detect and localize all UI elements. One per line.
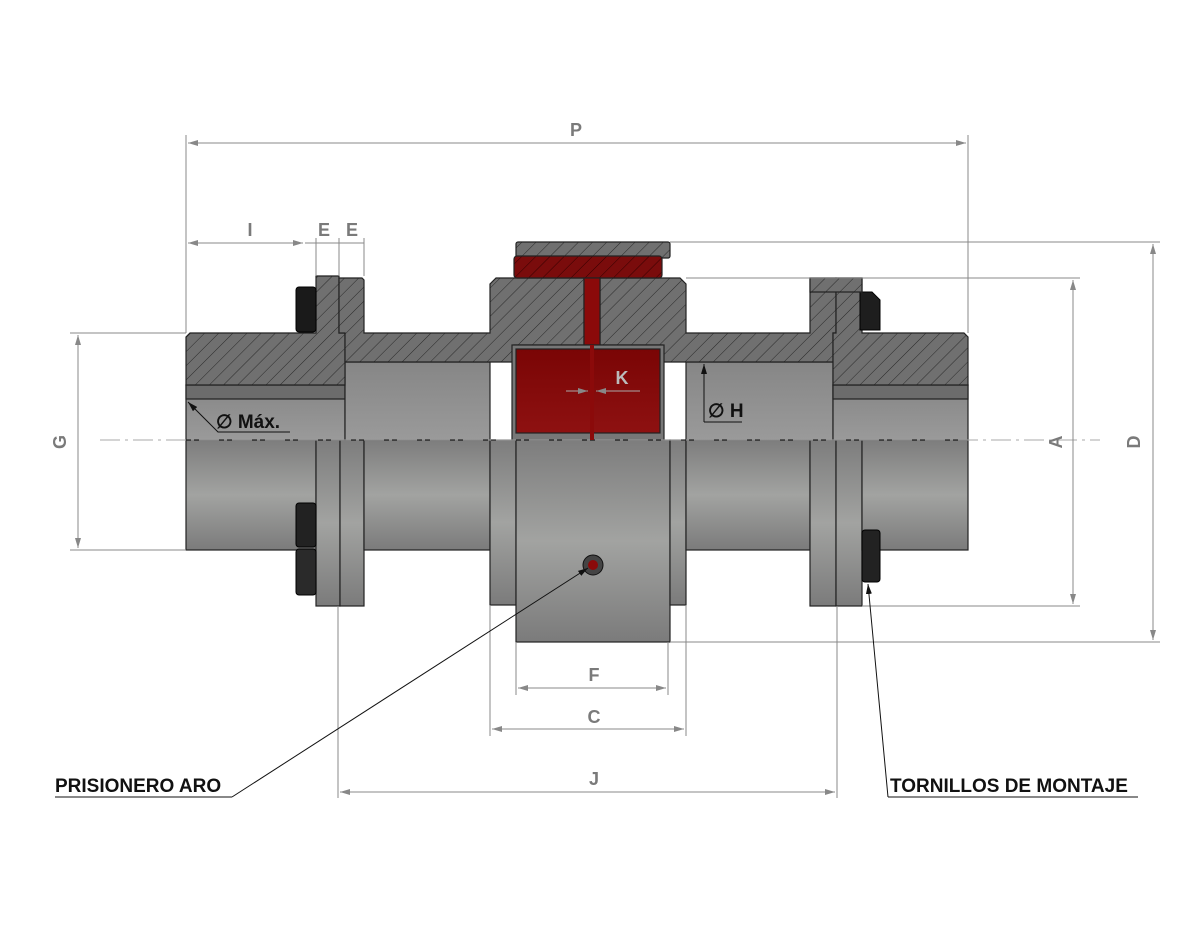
dim-C: C xyxy=(588,707,601,727)
upper-section-view xyxy=(185,241,969,441)
dim-J: J xyxy=(589,769,599,789)
dim-P: P xyxy=(570,120,582,140)
dim-E1: E xyxy=(318,220,330,240)
dim-G: G xyxy=(50,435,70,449)
dim-E2: E xyxy=(346,220,358,240)
set-screw-icon xyxy=(582,554,604,576)
dim-D: D xyxy=(1124,436,1144,449)
dim-F: F xyxy=(589,665,600,685)
dimension-lines xyxy=(70,135,1160,798)
callout-set-screw: PRISIONERO ARO xyxy=(55,776,221,797)
bolt-icon xyxy=(295,502,881,596)
bore-max-label: ∅ Máx. xyxy=(216,412,280,433)
dim-K: K xyxy=(616,368,629,388)
lower-exterior-view xyxy=(185,439,969,643)
callout-leaders xyxy=(55,567,1138,798)
bolt-icon xyxy=(295,286,317,333)
bore-H-label: ∅ H xyxy=(708,401,744,422)
dim-I: I xyxy=(247,220,252,240)
dim-A: A xyxy=(1046,436,1066,449)
callout-mounting-bolts: TORNILLOS DE MONTAJE xyxy=(890,776,1128,797)
